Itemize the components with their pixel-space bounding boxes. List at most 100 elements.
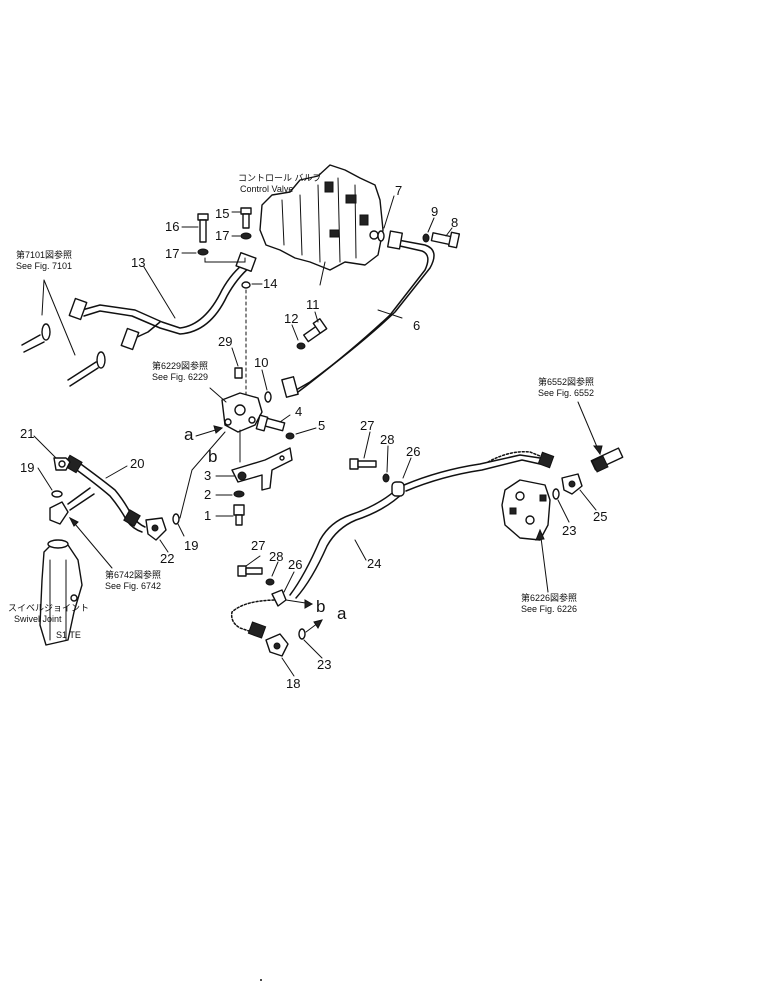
- swivel-label-en: Swivel Joint: [14, 614, 62, 624]
- callout-1: 1: [204, 508, 211, 523]
- callout-7: 7: [395, 183, 402, 198]
- elbow-21: [53, 457, 71, 471]
- fig6229-label-en: See Fig. 6229: [152, 372, 208, 382]
- washer-28a: [382, 473, 390, 483]
- central-block: [221, 392, 263, 433]
- connection-a-left: a: [184, 425, 194, 444]
- callout-14: 14: [263, 276, 277, 291]
- callout-17a: 17: [215, 228, 229, 243]
- connection-b-left: b: [208, 447, 217, 466]
- o-ring-23b: [298, 628, 306, 640]
- fig6229-label-jp: 第6229図参照: [152, 360, 208, 371]
- callout-19a: 19: [20, 460, 34, 475]
- pipe-6: [281, 230, 435, 398]
- fig6226-label-jp: 第6226図参照: [521, 592, 577, 603]
- callout-4: 4: [295, 404, 302, 419]
- fig6552-label-en: See Fig. 6552: [538, 388, 594, 398]
- port-6552: [590, 447, 624, 473]
- bolt-27b: [237, 565, 263, 577]
- callout-2: 2: [204, 487, 211, 502]
- bolt-15: [240, 207, 252, 229]
- callout-3: 3: [204, 468, 211, 483]
- swivel-joint: S1 TE: [39, 539, 83, 646]
- hose-20: [63, 454, 146, 533]
- o-ring-14: [241, 281, 251, 289]
- fitting-25: [561, 473, 583, 495]
- stray-dot: [260, 979, 262, 981]
- callout-23a: 23: [562, 523, 576, 538]
- callout-6: 6: [413, 318, 420, 333]
- fig6226-label-en: See Fig. 6226: [521, 604, 577, 614]
- fig6742-label-jp: 第6742図参照: [105, 569, 161, 580]
- callout-18: 18: [286, 676, 300, 691]
- control-valve: [259, 164, 384, 271]
- bolt-1: [233, 504, 245, 526]
- fig7101-label-en: See Fig. 7101: [16, 261, 72, 271]
- callout-26a: 26: [406, 444, 420, 459]
- connection-a-right: a: [337, 604, 347, 623]
- callout-13: 13: [131, 255, 145, 270]
- bolt-11: [302, 318, 328, 343]
- fitting-22: [145, 517, 167, 541]
- callout-16: 16: [165, 219, 179, 234]
- callout-25: 25: [593, 509, 607, 524]
- callout-17b: 17: [165, 246, 179, 261]
- washer-9: [422, 233, 430, 243]
- control-valve-label-jp: コントロール バルブ: [238, 172, 322, 183]
- callout-22: 22: [160, 551, 174, 566]
- fig6552-label-jp: 第6552図参照: [538, 376, 594, 387]
- washer-17b: [197, 248, 209, 256]
- callout-5: 5: [318, 418, 325, 433]
- washer-28b: [265, 578, 275, 586]
- adapter-6742: [49, 487, 95, 525]
- washer-17a: [240, 232, 252, 240]
- callout-10: 10: [254, 355, 268, 370]
- braided-hose-upper: [487, 450, 555, 469]
- callout-27b: 27: [251, 538, 265, 553]
- right-valve: [501, 479, 551, 541]
- callout-20: 20: [130, 456, 144, 471]
- pipe-13: [68, 251, 257, 351]
- connection-b-right: b: [316, 597, 325, 616]
- callout-23b: 23: [317, 657, 331, 672]
- bolt-16: [197, 213, 209, 243]
- o-ring-19b: [172, 513, 180, 525]
- callout-9: 9: [431, 204, 438, 219]
- port-7101: [21, 323, 106, 387]
- callout-29: 29: [218, 334, 232, 349]
- o-ring-10: [264, 391, 272, 403]
- callout-24: 24: [367, 556, 381, 571]
- plug-29: [234, 367, 243, 379]
- callout-8: 8: [451, 215, 458, 230]
- callout-19b: 19: [184, 538, 198, 553]
- washer-2: [233, 490, 245, 498]
- callout-12: 12: [284, 311, 298, 326]
- hose-24: [289, 454, 541, 599]
- fig7101-label-jp: 第7101図参照: [16, 249, 72, 260]
- o-ring-19a: [51, 490, 63, 498]
- washer-12: [296, 342, 306, 350]
- fitting-18: [265, 633, 289, 657]
- washer-5: [285, 432, 295, 440]
- callout-28a: 28: [380, 432, 394, 447]
- callout-11: 11: [306, 297, 320, 312]
- bracket-3: [231, 447, 293, 491]
- o-ring-23a: [552, 488, 560, 500]
- callout-26b: 26: [288, 557, 302, 572]
- bolt-27a: [349, 458, 377, 470]
- control-valve-label-en: Control Valve: [240, 184, 293, 194]
- bolt-4: [255, 414, 286, 432]
- callout-15: 15: [215, 206, 229, 221]
- braided-hose-lower: [230, 599, 279, 639]
- bolt-8: [430, 231, 461, 249]
- callout-27a: 27: [360, 418, 374, 433]
- callout-28b: 28: [269, 549, 283, 564]
- o-ring-7: [377, 230, 385, 242]
- swivel-label-jp: スイベルジョイント: [8, 603, 89, 613]
- callout-21: 21: [20, 426, 34, 441]
- svg-text:S1 TE: S1 TE: [56, 630, 81, 640]
- leader-lines: [33, 195, 597, 677]
- fig6742-label-en: See Fig. 6742: [105, 581, 161, 591]
